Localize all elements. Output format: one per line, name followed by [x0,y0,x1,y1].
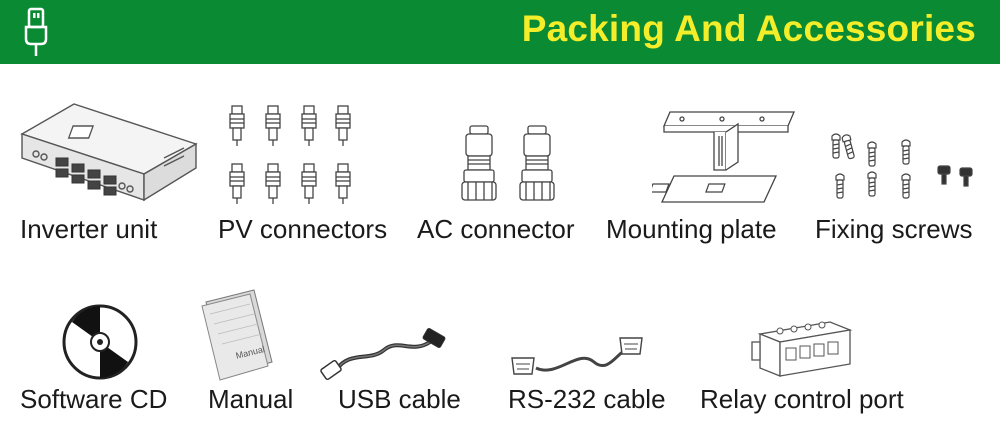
pv-connectors-item [228,104,368,210]
mounting-plate-illustration [652,111,795,203]
usb-plug-icon [24,7,48,56]
item-label: Relay control port [700,384,904,414]
manual-item: Manual [196,288,280,382]
header-bar: Packing And Accessories [0,0,1000,64]
software-cd-item [60,302,140,382]
item-label: AC connector [417,214,575,244]
item-label: Mounting plate [606,214,777,244]
usb-cable-illustration [320,328,446,381]
item-label: Inverter unit [20,214,158,244]
item-label: Software CD [20,384,168,414]
relay-control-port-illustration [751,321,853,377]
inverter-unit-item [14,96,204,208]
item-label: PV connectors [218,214,388,244]
item-label: RS-232 cable [508,384,666,414]
manual-illustration: Manual [201,289,273,381]
page-title: Packing And Accessories [521,8,976,49]
rs232-cable-illustration [511,337,643,375]
usb-cable-item [320,324,450,382]
rs232-cable-item [508,330,648,382]
software-cd-illustration [62,304,138,380]
ac-connector-item [458,122,578,210]
fixing-screws-item [826,132,986,210]
inverter-unit-illustration [20,103,198,202]
relay-control-port-item [750,316,860,382]
pv-connectors-illustration [229,105,351,205]
item-label: Manual [208,384,294,414]
fixing-screws-illustration [831,133,973,199]
ac-connector-illustration [461,125,555,201]
item-label: Fixing screws [815,214,973,244]
item-label: USB cable [338,384,461,414]
mounting-plate-item [652,104,802,210]
